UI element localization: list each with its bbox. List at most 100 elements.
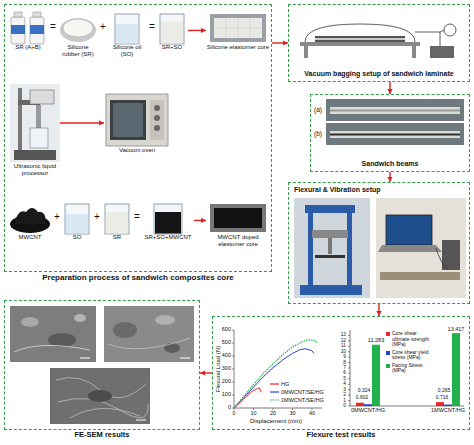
illustration-part [234, 330, 322, 408]
illustration-part [348, 335, 350, 406]
illustration-part [115, 14, 139, 44]
sem-images [10, 306, 194, 424]
illustration-part [300, 42, 420, 46]
value-label: 0.602 [355, 395, 370, 400]
illustration-part [214, 18, 262, 38]
illustration-part [48, 333, 76, 347]
illustration-part [65, 204, 89, 234]
illustration-part [10, 84, 60, 162]
illustration-part [11, 17, 25, 44]
beaker-clear [65, 204, 89, 234]
illustration-part [113, 322, 137, 338]
category-label: 1MWCNT/HG [431, 408, 465, 414]
illustration-part [11, 25, 25, 34]
tick-label: 600 [222, 327, 231, 333]
tick-label: 5 [343, 376, 346, 381]
illustration-part [18, 88, 22, 150]
illustration-part [154, 125, 160, 131]
flow-arrow [60, 120, 104, 125]
item-label: SR+SO+MWCNT [142, 234, 194, 241]
tick-label: 0 [228, 405, 231, 411]
legend-text: HG [281, 381, 289, 387]
illustration-part [210, 204, 266, 232]
material-item: SR+SO+MWCNT [142, 200, 194, 241]
illustration-part [356, 403, 364, 406]
legend: HG0MWCNT/SE/HG1MWCNT/SE/HG [270, 381, 324, 405]
tick-label: 300 [222, 366, 231, 372]
illustration-part [116, 24, 138, 44]
illustration-part [386, 215, 432, 245]
illustration-part [326, 99, 464, 121]
illustration-part [452, 333, 460, 406]
illustration-part [315, 255, 345, 258]
illustration-part [150, 100, 164, 140]
material-item: Silicone rubber (SR) [58, 10, 98, 58]
arrow-head [200, 370, 205, 375]
tick-label: 4 [343, 382, 346, 387]
panel-caption: Sandwich beams [313, 160, 467, 168]
legend-text: 1MWCNT/SE/HG [281, 397, 324, 403]
material-item: SR (A+B) [8, 10, 48, 51]
sample-label: (b) [314, 131, 322, 138]
process-panel: Vacuum bagging setup of sandwich laminat… [288, 4, 470, 82]
legend-entry: Core shear ultimate strength (MPa) [386, 331, 434, 348]
item-label: SR (A+B) [8, 44, 48, 51]
material-item: Silicone oil (SO) [108, 10, 146, 58]
panel-caption: FE-SEM results [7, 431, 197, 440]
illustration-part [30, 17, 44, 44]
item-label: MWCNT doped elastomer core [206, 234, 270, 248]
legend: Core shear ultimate strength (MPa) Core s… [386, 331, 434, 376]
illustration-part [60, 18, 96, 42]
illustration-part [30, 25, 44, 34]
operator-sign: + [54, 212, 60, 222]
tick-label: 10 [250, 411, 256, 417]
flow-arrow [200, 370, 212, 375]
illustration-part [21, 317, 39, 327]
tick-label: 7 [343, 366, 346, 371]
illustration-part [315, 38, 405, 40]
illustration-part [214, 208, 262, 228]
illustration-part [308, 205, 313, 290]
illustration-part [154, 105, 160, 111]
material-item: SR [102, 200, 132, 241]
legend-text: Core shear yield stress (MPa) [392, 350, 434, 361]
value-label: 0.716 [435, 395, 450, 400]
tick-label: 13 [341, 333, 346, 338]
value-label: 11.283 [367, 338, 385, 344]
illustration-part [440, 30, 444, 32]
illustration-part [160, 14, 184, 44]
bowl-picture [60, 18, 96, 42]
illustration-part [14, 345, 90, 352]
illustration-part [412, 46, 416, 58]
illustration-part [104, 306, 194, 362]
legend-line-sample [270, 390, 279, 394]
legend-swatch [386, 351, 390, 355]
illustration-part [105, 204, 129, 234]
illustration-part [106, 212, 128, 234]
illustration-part [444, 24, 456, 36]
illustration-part [63, 19, 93, 37]
tick-label: 9 [343, 355, 346, 360]
illustration-part [347, 205, 352, 290]
illustration-part [330, 107, 460, 114]
illustration-part [14, 12, 22, 17]
legend-line-sample [270, 398, 279, 402]
illustration-part [380, 272, 460, 280]
illustration-part [330, 131, 460, 138]
setup-photos [294, 198, 466, 298]
bar-chart [348, 330, 464, 406]
process-panel: Preparation process of sandwich composit… [4, 4, 272, 272]
tick-label: 500 [222, 340, 231, 346]
illustration-part [430, 46, 454, 58]
arrow-head [99, 120, 104, 125]
illustration-part [442, 240, 460, 270]
tick-label: 0 [232, 411, 235, 417]
illustration-part [330, 134, 460, 136]
mwcnt-pile [10, 208, 50, 233]
illustration-part [372, 345, 380, 406]
legend-line-sample [270, 382, 279, 386]
operator-sign: = [134, 212, 140, 222]
core-item: MWCNT doped elastomer core [206, 200, 270, 248]
panel-caption: Vacuum bagging setup of sandwich laminat… [291, 70, 467, 78]
tick-label: 2 [343, 393, 346, 398]
